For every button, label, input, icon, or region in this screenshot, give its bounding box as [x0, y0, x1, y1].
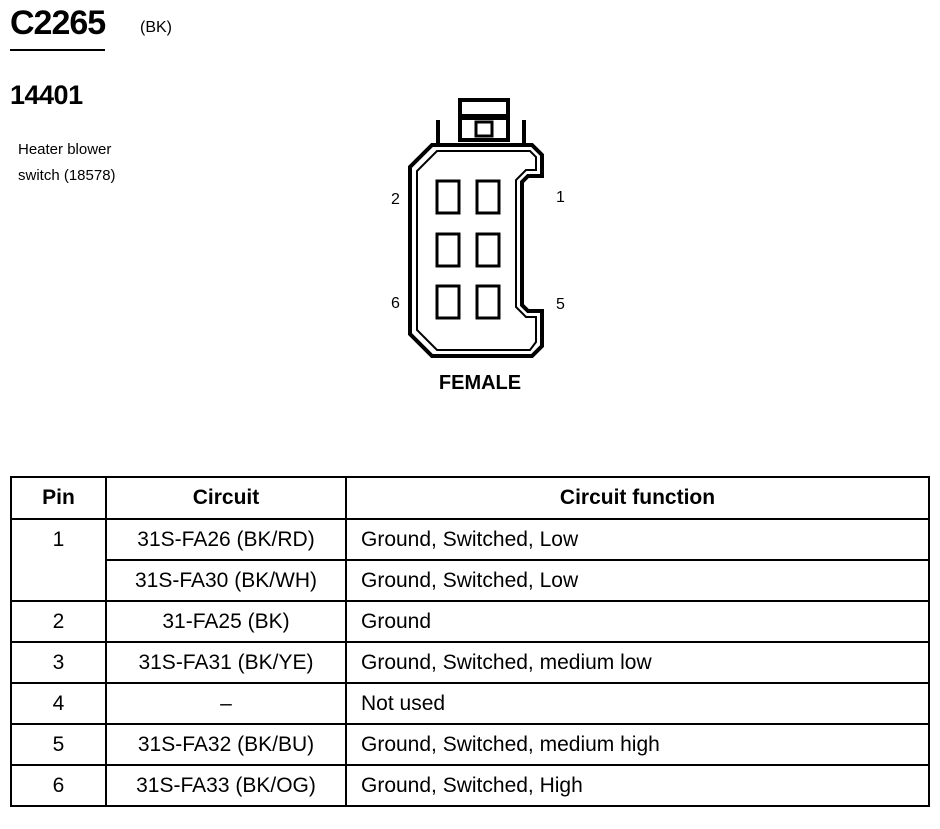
- function-cell: Ground, Switched, Low: [345, 518, 930, 561]
- table-row: 2 31-FA25 (BK) Ground: [10, 600, 930, 643]
- circuit-cell: 31S-FA33 (BK/OG): [105, 764, 347, 807]
- pin-label-1: 1: [556, 189, 565, 206]
- connector-face-diagram: 2 6 1 5: [391, 98, 565, 358]
- header-pin: Pin: [10, 476, 107, 520]
- pin-label-5: 5: [556, 296, 565, 313]
- function-cell: Ground, Switched, medium low: [345, 641, 930, 684]
- cavity-3: [475, 232, 501, 268]
- function-cell: Ground, Switched, medium high: [345, 723, 930, 766]
- connector-body: [408, 143, 544, 358]
- pinout-table: Pin Circuit Circuit function 1 31S-FA26 …: [10, 476, 930, 807]
- cavity-6: [435, 284, 461, 320]
- cavity-1: [475, 179, 501, 215]
- pin-cell: 4: [10, 682, 107, 725]
- table-header-row: Pin Circuit Circuit function: [10, 476, 930, 520]
- circuit-cell: 31S-FA31 (BK/YE): [105, 641, 347, 684]
- pin-cell: 6: [10, 764, 107, 807]
- connector-id: C2265: [10, 4, 106, 51]
- header-circuit: Circuit: [105, 476, 347, 520]
- cavity-4: [435, 232, 461, 268]
- cavity-5: [475, 284, 501, 320]
- table-row: 31S-FA30 (BK/WH) Ground, Switched, Low: [11, 559, 930, 602]
- part-number: 14401: [10, 80, 83, 110]
- table-row: 1 31S-FA26 (BK/RD) Ground, Switched, Low: [10, 518, 930, 602]
- function-cell: Ground: [345, 600, 930, 643]
- table-row: 4 – Not used: [10, 682, 930, 725]
- pin-cell: 3: [10, 641, 107, 684]
- table-row: 6 31S-FA33 (BK/OG) Ground, Switched, Hig…: [10, 764, 930, 807]
- function-cell: Not used: [345, 682, 930, 725]
- header-circuit-function: Circuit function: [345, 476, 930, 520]
- circuit-cell: 31S-FA30 (BK/WH): [105, 559, 347, 602]
- function-cell: Ground, Switched, High: [345, 764, 930, 807]
- pin-label-2: 2: [391, 191, 400, 208]
- pin-label-6: 6: [391, 295, 400, 312]
- description-line-1: Heater blower: [18, 141, 112, 158]
- cavity-2: [435, 179, 461, 215]
- pin-cavities: [435, 179, 501, 320]
- connector-gender: FEMALE: [438, 372, 522, 394]
- pin-cell: 5: [10, 723, 107, 766]
- function-cell: Ground, Switched, Low: [345, 559, 930, 602]
- pin-cell: 2: [10, 600, 107, 643]
- pin-cell: 1: [10, 518, 107, 602]
- connector-latch: [436, 98, 526, 145]
- connector-color-code: (BK): [140, 19, 172, 36]
- table-row: 5 31S-FA32 (BK/BU) Ground, Switched, med…: [10, 723, 930, 766]
- component-description: Heater blower switch (18578): [18, 137, 178, 189]
- description-line-2: switch (18578): [18, 167, 116, 184]
- circuit-cell: 31-FA25 (BK): [105, 600, 347, 643]
- circuit-cell: 31S-FA32 (BK/BU): [105, 723, 347, 766]
- circuit-cell: –: [105, 682, 347, 725]
- table-row: 3 31S-FA31 (BK/YE) Ground, Switched, med…: [10, 641, 930, 684]
- circuit-cell: 31S-FA26 (BK/RD): [105, 518, 347, 561]
